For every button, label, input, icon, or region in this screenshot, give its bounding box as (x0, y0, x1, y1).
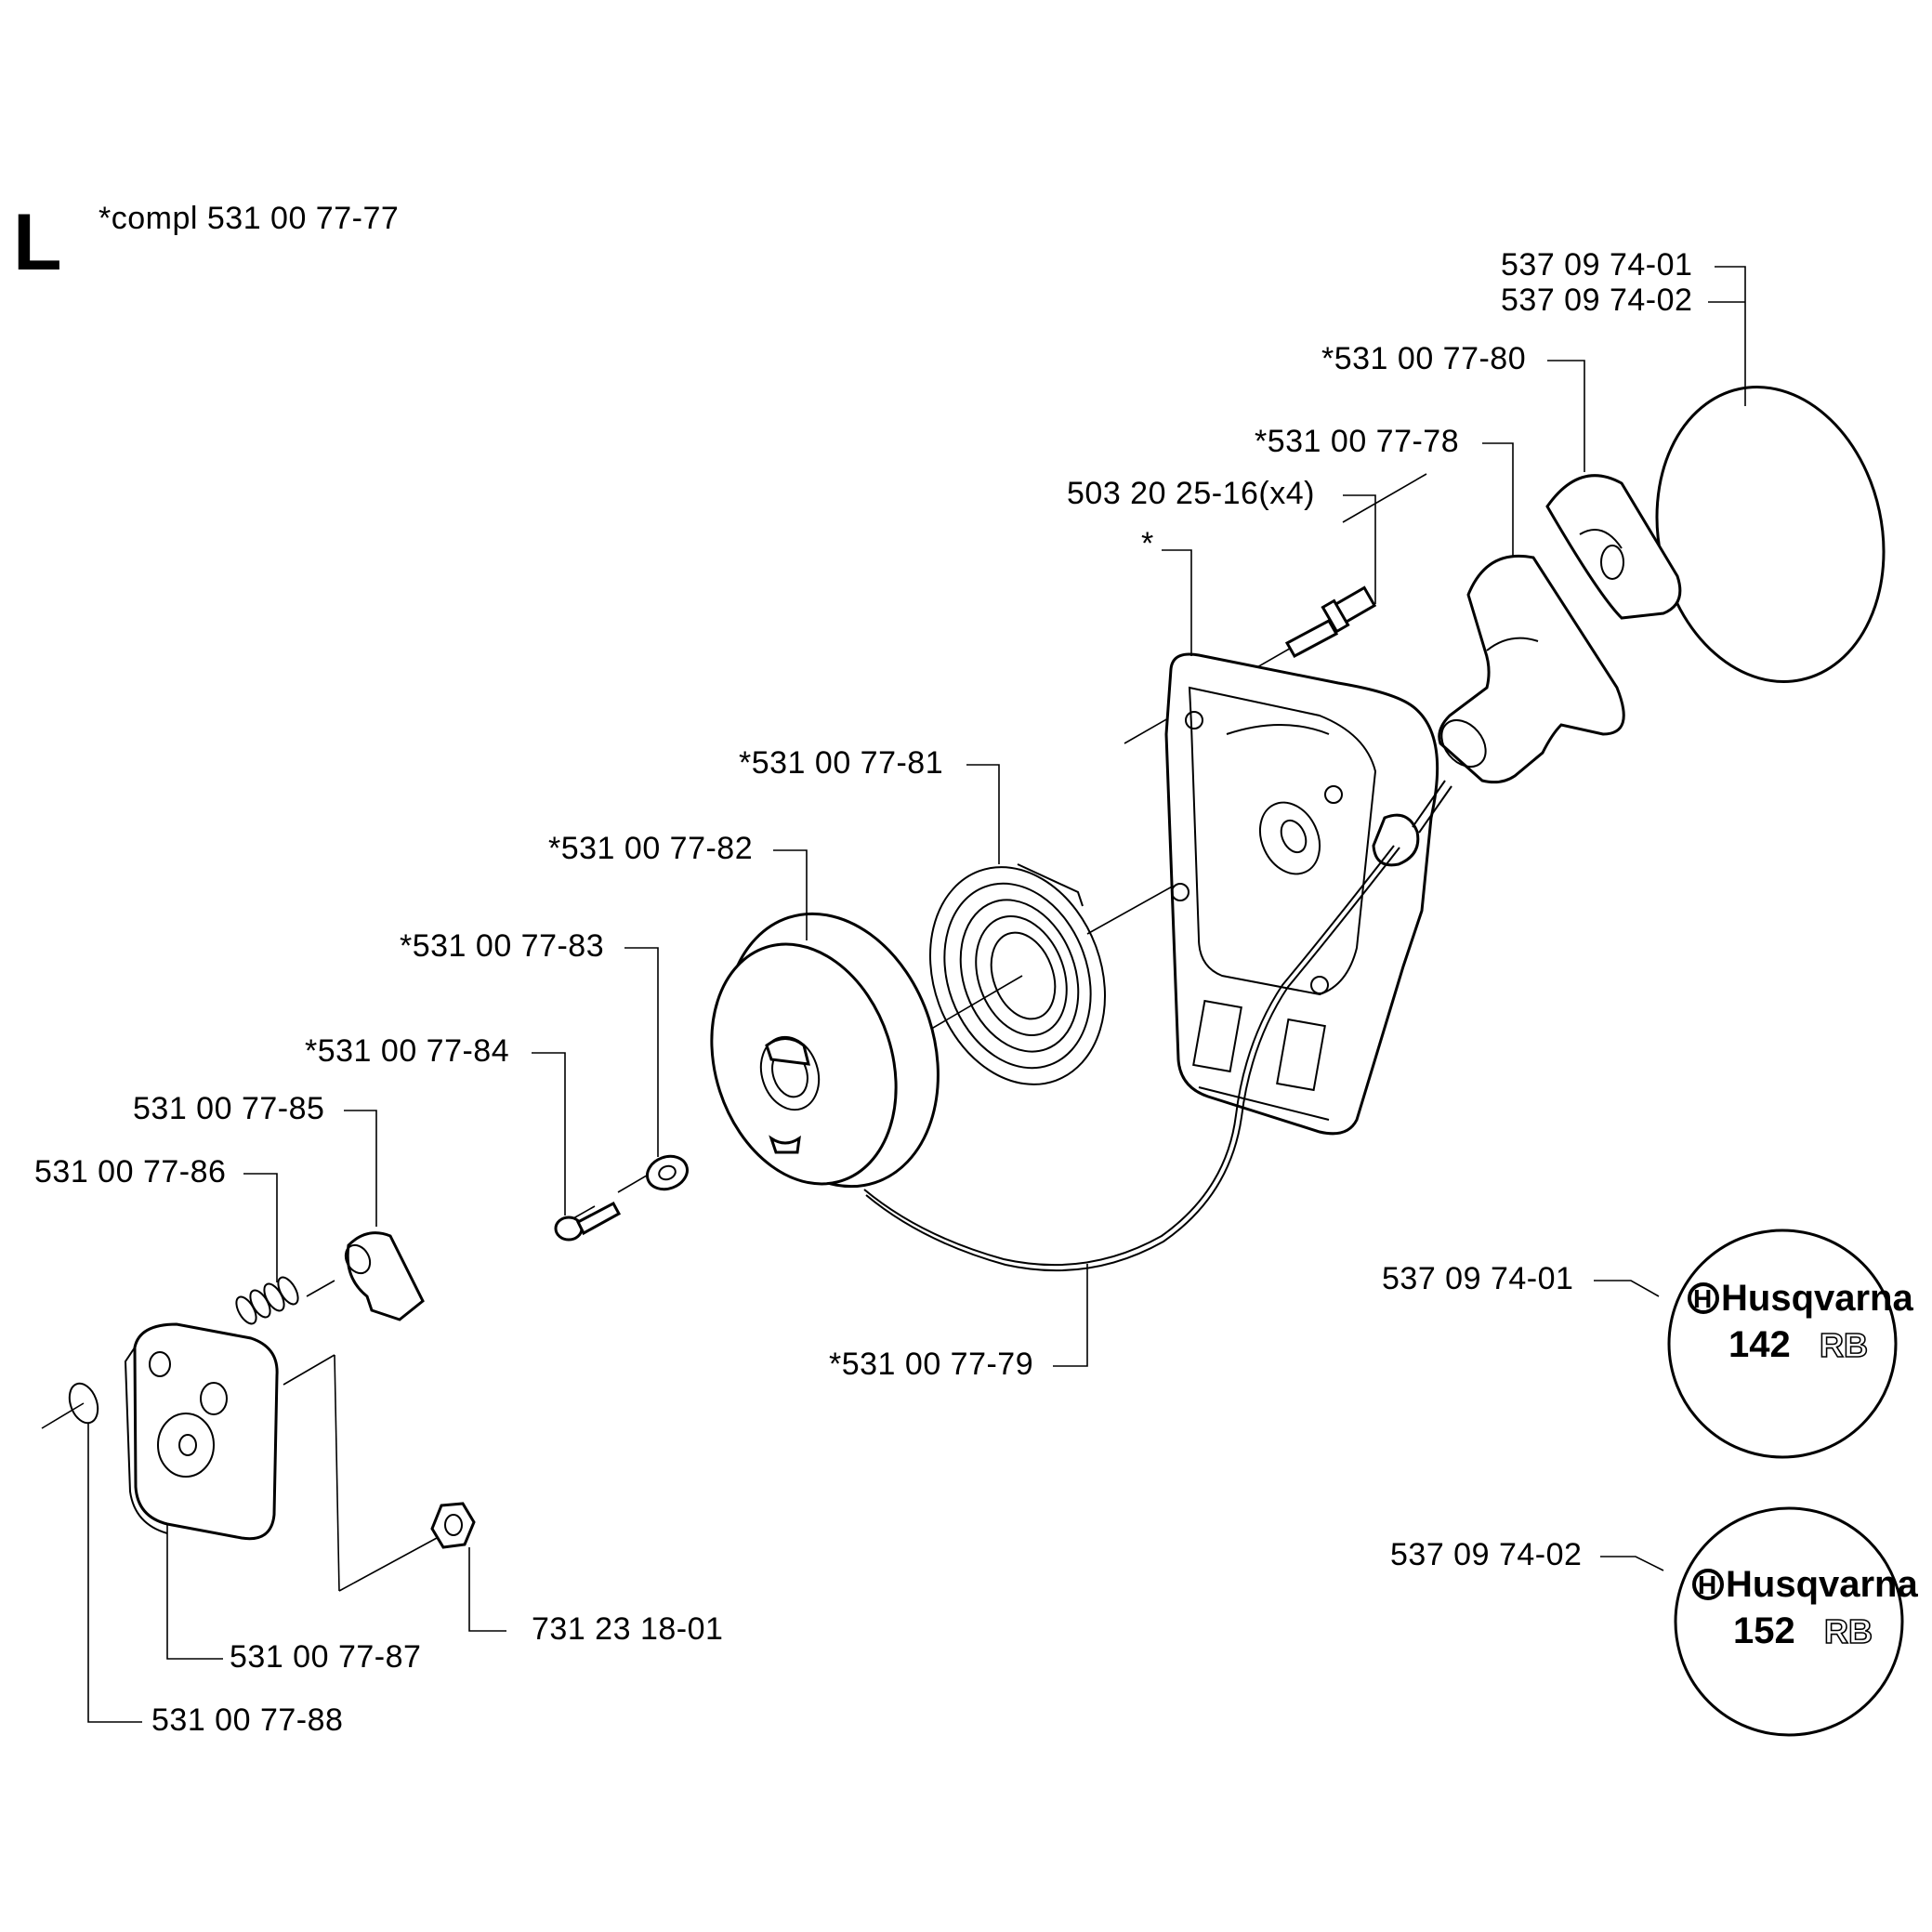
callout-531-00-77-85: 531 00 77-85 (133, 1091, 325, 1126)
section-letter: L (13, 198, 62, 287)
callout-531-00-77-86: 531 00 77-86 (34, 1154, 227, 1189)
callout-leader-lines (87, 266, 1746, 1723)
washer-part (646, 1154, 689, 1191)
decal-142-brand-text: Husqvarna (1721, 1278, 1913, 1319)
decal-152-brand-text: Husqvarna (1726, 1564, 1918, 1605)
starter-housing-part (1164, 652, 1439, 1136)
callout-decal-142rb: 537 09 74-01 (1382, 1261, 1574, 1296)
decal-142-model-text: 142 (1728, 1324, 1791, 1365)
decal-142rb: H Husqvarna 142 RB (1667, 1229, 1913, 1459)
callout-531-00-77-88: 531 00 77-88 (151, 1702, 344, 1738)
starter-rope-part (863, 780, 1452, 1272)
decal-disc-part (1655, 386, 1886, 683)
callout-housing-star: * (1141, 526, 1154, 561)
cover-plate-part (124, 1322, 279, 1541)
pulley-screw-part (554, 1201, 622, 1242)
housing-bolt-part (1284, 585, 1377, 659)
decal-152-model-text: 152 (1733, 1610, 1795, 1651)
callout-537-09-74-02: 537 09 74-02 (1501, 283, 1693, 318)
recoil-spring-part (928, 863, 1107, 1085)
decal-142-suffix-text: RB (1820, 1326, 1868, 1364)
pawl-part (344, 1231, 425, 1321)
callout-503-20-25-16: 503 20 25-16(x4) (1067, 476, 1315, 511)
svg-text:H: H (1698, 1571, 1716, 1599)
callout-531-00-77-84: *531 00 77-84 (305, 1033, 510, 1069)
rope-pulley-part (710, 912, 940, 1189)
callout-531-00-77-82: *531 00 77-82 (548, 831, 754, 866)
decal-152-suffix-text: RB (1824, 1612, 1873, 1650)
circlip-part (68, 1382, 99, 1425)
starter-handle-part (1438, 554, 1625, 784)
callout-531-00-77-87: 531 00 77-87 (230, 1639, 422, 1675)
hex-nut-part (430, 1502, 476, 1549)
callout-531-00-77-80: *531 00 77-80 (1321, 341, 1527, 376)
callout-731-23-18-01: 731 23 18-01 (532, 1611, 724, 1647)
svg-text:H: H (1693, 1284, 1712, 1313)
callout-decal-152rb: 537 09 74-02 (1390, 1537, 1583, 1572)
complete-assembly-note: *compl 531 00 77-77 (99, 201, 400, 236)
callout-531-00-77-81: *531 00 77-81 (739, 745, 944, 781)
callout-531-00-77-83: *531 00 77-83 (400, 928, 605, 964)
starter-handle-cap-part (1545, 474, 1682, 620)
husqvarna-logo-icon: H (1688, 1282, 1719, 1314)
callout-531-00-77-79: *531 00 77-79 (829, 1347, 1034, 1382)
pawl-spring-part (235, 1276, 299, 1325)
callout-537-09-74-01: 537 09 74-01 (1501, 247, 1693, 283)
callout-531-00-77-78: *531 00 77-78 (1255, 424, 1460, 459)
husqvarna-logo-icon: H (1692, 1569, 1724, 1600)
decal-152rb: H Husqvarna 152 RB (1674, 1506, 1918, 1737)
